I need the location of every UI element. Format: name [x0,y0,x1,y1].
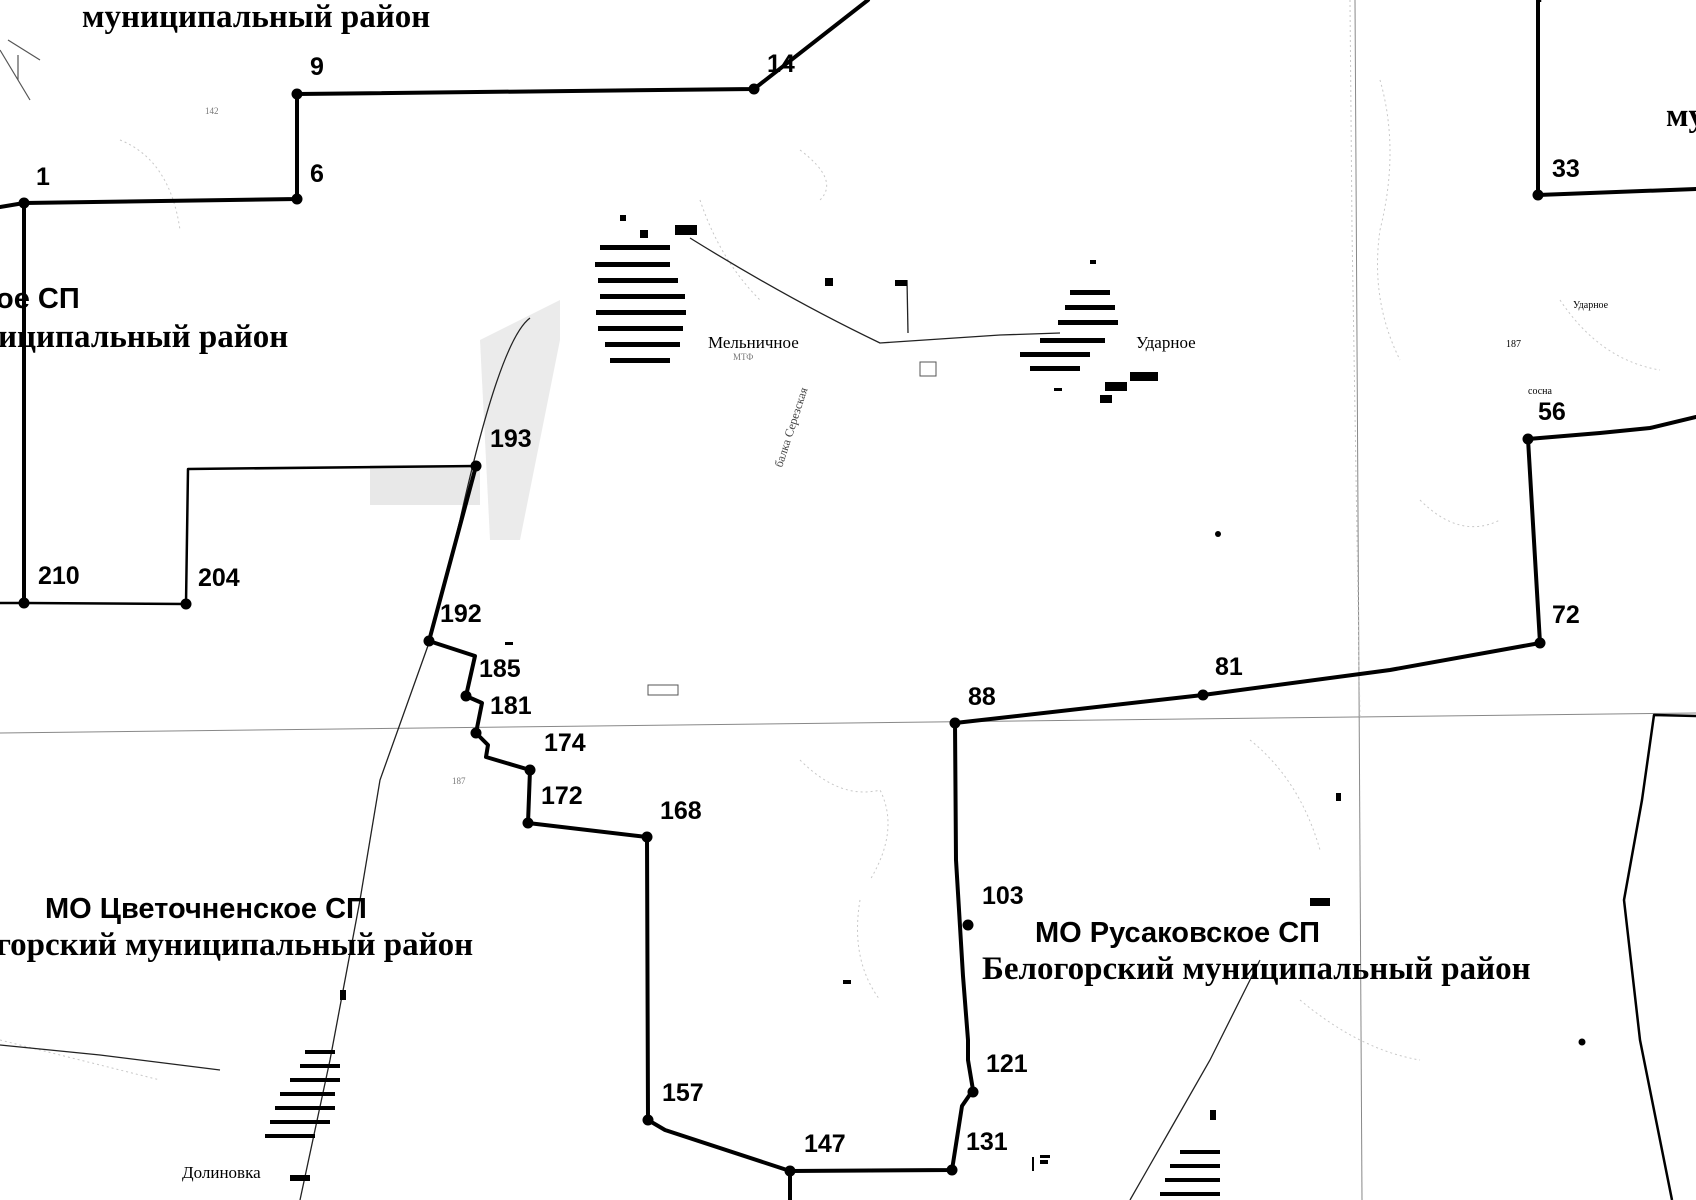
point-labels: 1 6 9 14 33 56 72 81 88 103 121 131 147 … [36,50,1580,1158]
point-label-88: 88 [968,683,996,711]
village-udarnoe: Ударное [1136,333,1196,352]
point-label-192: 192 [440,600,482,628]
village-udarnoe-small: Ударное [1573,300,1609,311]
boundary-east [1622,713,1696,1200]
point-label-157: 157 [662,1079,704,1107]
boundary-main-west [427,415,1696,1173]
point-marker-210 [18,597,30,609]
point-marker-172 [522,817,534,829]
point-marker-121 [967,1086,979,1098]
terrain-marks [0,79,1661,1081]
region-rusakovskoe-line2: Белогорский муниципальный район [982,951,1531,987]
point-marker-204 [180,598,192,610]
settlement-melnichnoe-houses [595,215,697,363]
settlement-south-houses [1040,898,1330,1196]
point-label-33: 33 [1552,155,1580,183]
point-marker-174 [524,764,536,776]
point-label-147: 147 [804,1130,846,1158]
point-label-181: 181 [490,692,532,720]
height-mark-187b: 187 [452,776,466,786]
point-label-210: 210 [38,562,80,590]
point-label-1: 1 [36,163,50,191]
point-marker-181 [470,727,482,739]
village-labels: Мельничное Ударное Ударное Долиновка 142… [182,106,1609,1182]
point-marker-56 [1522,433,1534,445]
point-marker-185 [460,690,472,702]
point-marker-157 [642,1114,654,1126]
point-label-193: 193 [490,425,532,453]
point-label-204: 204 [198,564,240,592]
region-top-left-line1: муниципальный район [82,0,430,35]
point-label-172: 172 [541,782,583,810]
point-marker-193 [470,460,482,472]
region-rusakovskoe-line1: МО Русаковское СП [1035,917,1320,949]
point-label-121: 121 [986,1050,1028,1078]
label-mtf: МТФ [733,352,753,362]
roads [0,237,1261,1200]
point-marker-147 [784,1165,796,1177]
point-marker-168 [641,831,653,843]
point-label-168: 168 [660,797,702,825]
point-markers [18,83,1546,1177]
label-sosna: сосна [1528,386,1552,397]
region-top-right-line1: му [1666,98,1696,134]
village-dolinovka: Долиновка [182,1163,261,1182]
point-marker-103 [962,919,974,931]
point-marker-81 [1197,689,1209,701]
settlement-dolinovka-houses [265,990,346,1181]
point-label-103: 103 [982,882,1024,910]
region-labels: муниципальный район ое СП иципальный рай… [0,0,1696,987]
point-label-56: 56 [1538,398,1566,426]
point-marker-1 [18,197,30,209]
height-mark-187: 187 [1506,339,1521,350]
point-label-72: 72 [1552,601,1580,629]
settlement-udarnoe-houses [1020,260,1158,403]
village-melnichnoe: Мельничное [708,333,799,352]
point-marker-14 [748,83,760,95]
point-marker-131 [946,1164,958,1176]
point-label-9: 9 [310,53,324,81]
point-marker-72 [1534,637,1546,649]
point-marker-9 [291,88,303,100]
point-marker-33 [1532,189,1544,201]
point-marker-192 [423,635,435,647]
point-label-6: 6 [310,160,324,188]
region-left-mid-line2: иципальный район [0,319,288,355]
road-name-label: балка Серезская [772,385,811,469]
point-label-185: 185 [479,655,521,683]
point-label-174: 174 [544,729,586,757]
hatched-field [370,300,560,540]
region-left-mid-line1: ое СП [0,283,80,315]
point-marker-88 [949,717,961,729]
point-label-81: 81 [1215,653,1243,681]
map-symbols [0,39,1586,1171]
point-marker-6 [291,193,303,205]
region-tsvetochnenskoe-line1: МО Цветочненское СП [45,893,367,925]
point-label-14: 14 [767,50,795,78]
height-mark-142: 142 [205,106,219,116]
region-tsvetochnenskoe-line2: горский муниципальный район [0,927,473,963]
point-label-131: 131 [966,1128,1008,1156]
